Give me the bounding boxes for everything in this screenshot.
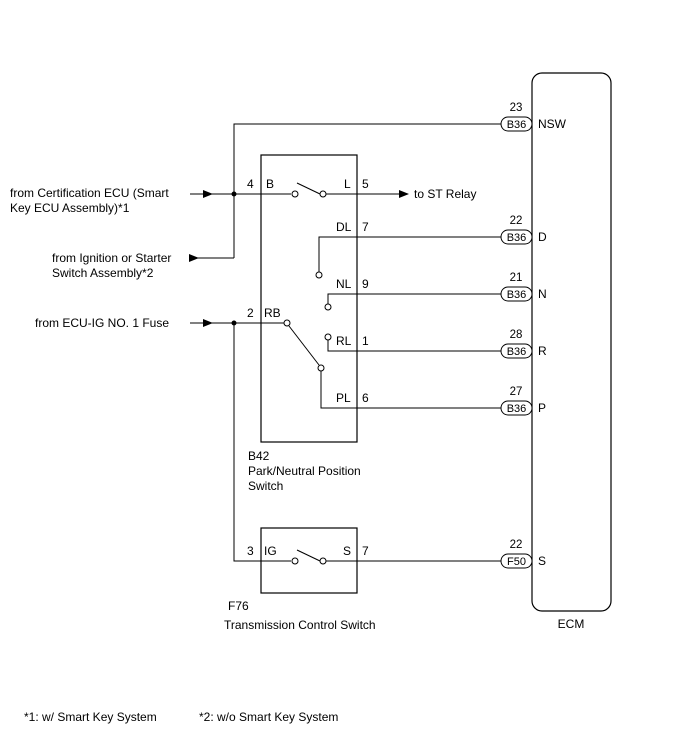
pnp-switch-name-line1: Park/Neutral Position: [248, 464, 361, 478]
nl-contact: [324, 303, 332, 311]
pnp-pin-pl-label: PL: [336, 391, 351, 405]
ecm-pin-p: B36 27 P: [500, 386, 546, 416]
pnp-pin-nl-num: 9: [362, 277, 369, 291]
ign-label-line1: from Ignition or Starter: [52, 251, 171, 265]
s-contact: [319, 557, 327, 565]
dl-wire: [318, 236, 501, 272]
pnp-pin-rb-num: 2: [247, 306, 254, 320]
ecm-box: [531, 72, 612, 612]
tcs-pin-s-label: S: [343, 544, 351, 558]
svg-text:22: 22: [510, 215, 523, 227]
svg-text:P: P: [538, 401, 546, 415]
pnp-pin-rl-label: RL: [336, 334, 352, 348]
ecm-pin-r: B36 28 R: [500, 329, 547, 359]
svg-text:21: 21: [510, 272, 523, 284]
svg-text:NSW: NSW: [538, 117, 567, 131]
ecm-pin-n: B36 21 N: [500, 272, 547, 302]
svg-text:D: D: [538, 230, 547, 244]
ign-label-line2: Switch Assembly*2: [52, 266, 154, 280]
b-l-switch-blade: [296, 182, 321, 195]
svg-text:R: R: [538, 344, 547, 358]
svg-text:28: 28: [510, 329, 523, 341]
pnp-pin-rb-label: RB: [264, 306, 281, 320]
st-relay-label: to ST Relay: [414, 187, 476, 201]
rl-wire: [327, 340, 501, 352]
b-switch-contact: [291, 190, 299, 198]
pnp-pin-pl-num: 6: [362, 391, 369, 405]
cert-ecu-label-line1: from Certification ECU (Smart: [10, 186, 169, 200]
ig-wire: [233, 323, 291, 562]
l-switch-contact: [319, 190, 327, 198]
pnp-pin-b-label: B: [266, 177, 274, 191]
pnp-switch-name-line2: Switch: [248, 479, 283, 493]
rb-contact: [283, 319, 291, 327]
tcs-switch-blade: [296, 549, 321, 562]
pnp-pin-l-num: 5: [362, 177, 369, 191]
ig-contact: [291, 557, 299, 565]
pl-contact: [317, 364, 325, 372]
svg-text:F50: F50: [507, 556, 526, 568]
cert-ecu-label-line2: Key ECU Assembly)*1: [10, 201, 130, 215]
nl-wire: [327, 293, 501, 304]
ecm-label: ECM: [558, 617, 585, 631]
svg-text:B36: B36: [507, 289, 527, 301]
svg-text:27: 27: [510, 386, 523, 398]
pnp-switch-box: [260, 154, 358, 443]
tcs-pin-s-num: 7: [362, 544, 369, 558]
tcs-name: Transmission Control Switch: [224, 618, 376, 632]
pnp-switch-code: B42: [248, 449, 270, 463]
ecm-pin-d: B36 22 D: [500, 215, 547, 245]
svg-text:22: 22: [510, 539, 523, 551]
ecm-pin-nsw: B36 23 NSW: [500, 102, 567, 132]
dl-contact: [315, 271, 323, 279]
svg-text:B36: B36: [507, 403, 527, 415]
tcs-code: F76: [228, 599, 249, 613]
pnp-pin-dl-label: DL: [336, 220, 352, 234]
svg-text:B36: B36: [507, 119, 527, 131]
svg-text:23: 23: [510, 102, 523, 114]
ecm-pin-s: F50 22 S: [500, 539, 546, 569]
pnp-pin-l-label: L: [344, 177, 351, 191]
rl-contact: [324, 333, 332, 341]
footnote-1: *1: w/ Smart Key System: [24, 710, 157, 724]
tcs-pin-ig-label: IG: [264, 544, 277, 558]
pnp-pin-rl-num: 1: [362, 334, 369, 348]
svg-text:N: N: [538, 287, 547, 301]
tcs-pin-ig-num: 3: [247, 544, 254, 558]
pnp-pin-b-num: 4: [247, 177, 254, 191]
pl-wire: [320, 371, 501, 409]
ecu-ig-label: from ECU-IG NO. 1 Fuse: [35, 316, 169, 330]
pnp-pin-dl-num: 7: [362, 220, 369, 234]
svg-text:B36: B36: [507, 232, 527, 244]
footnote-2: *2: w/o Smart Key System: [199, 710, 338, 724]
svg-text:S: S: [538, 554, 546, 568]
pnp-pin-nl-label: NL: [336, 277, 352, 291]
svg-text:B36: B36: [507, 346, 527, 358]
rb-switch-blade: [288, 325, 320, 366]
